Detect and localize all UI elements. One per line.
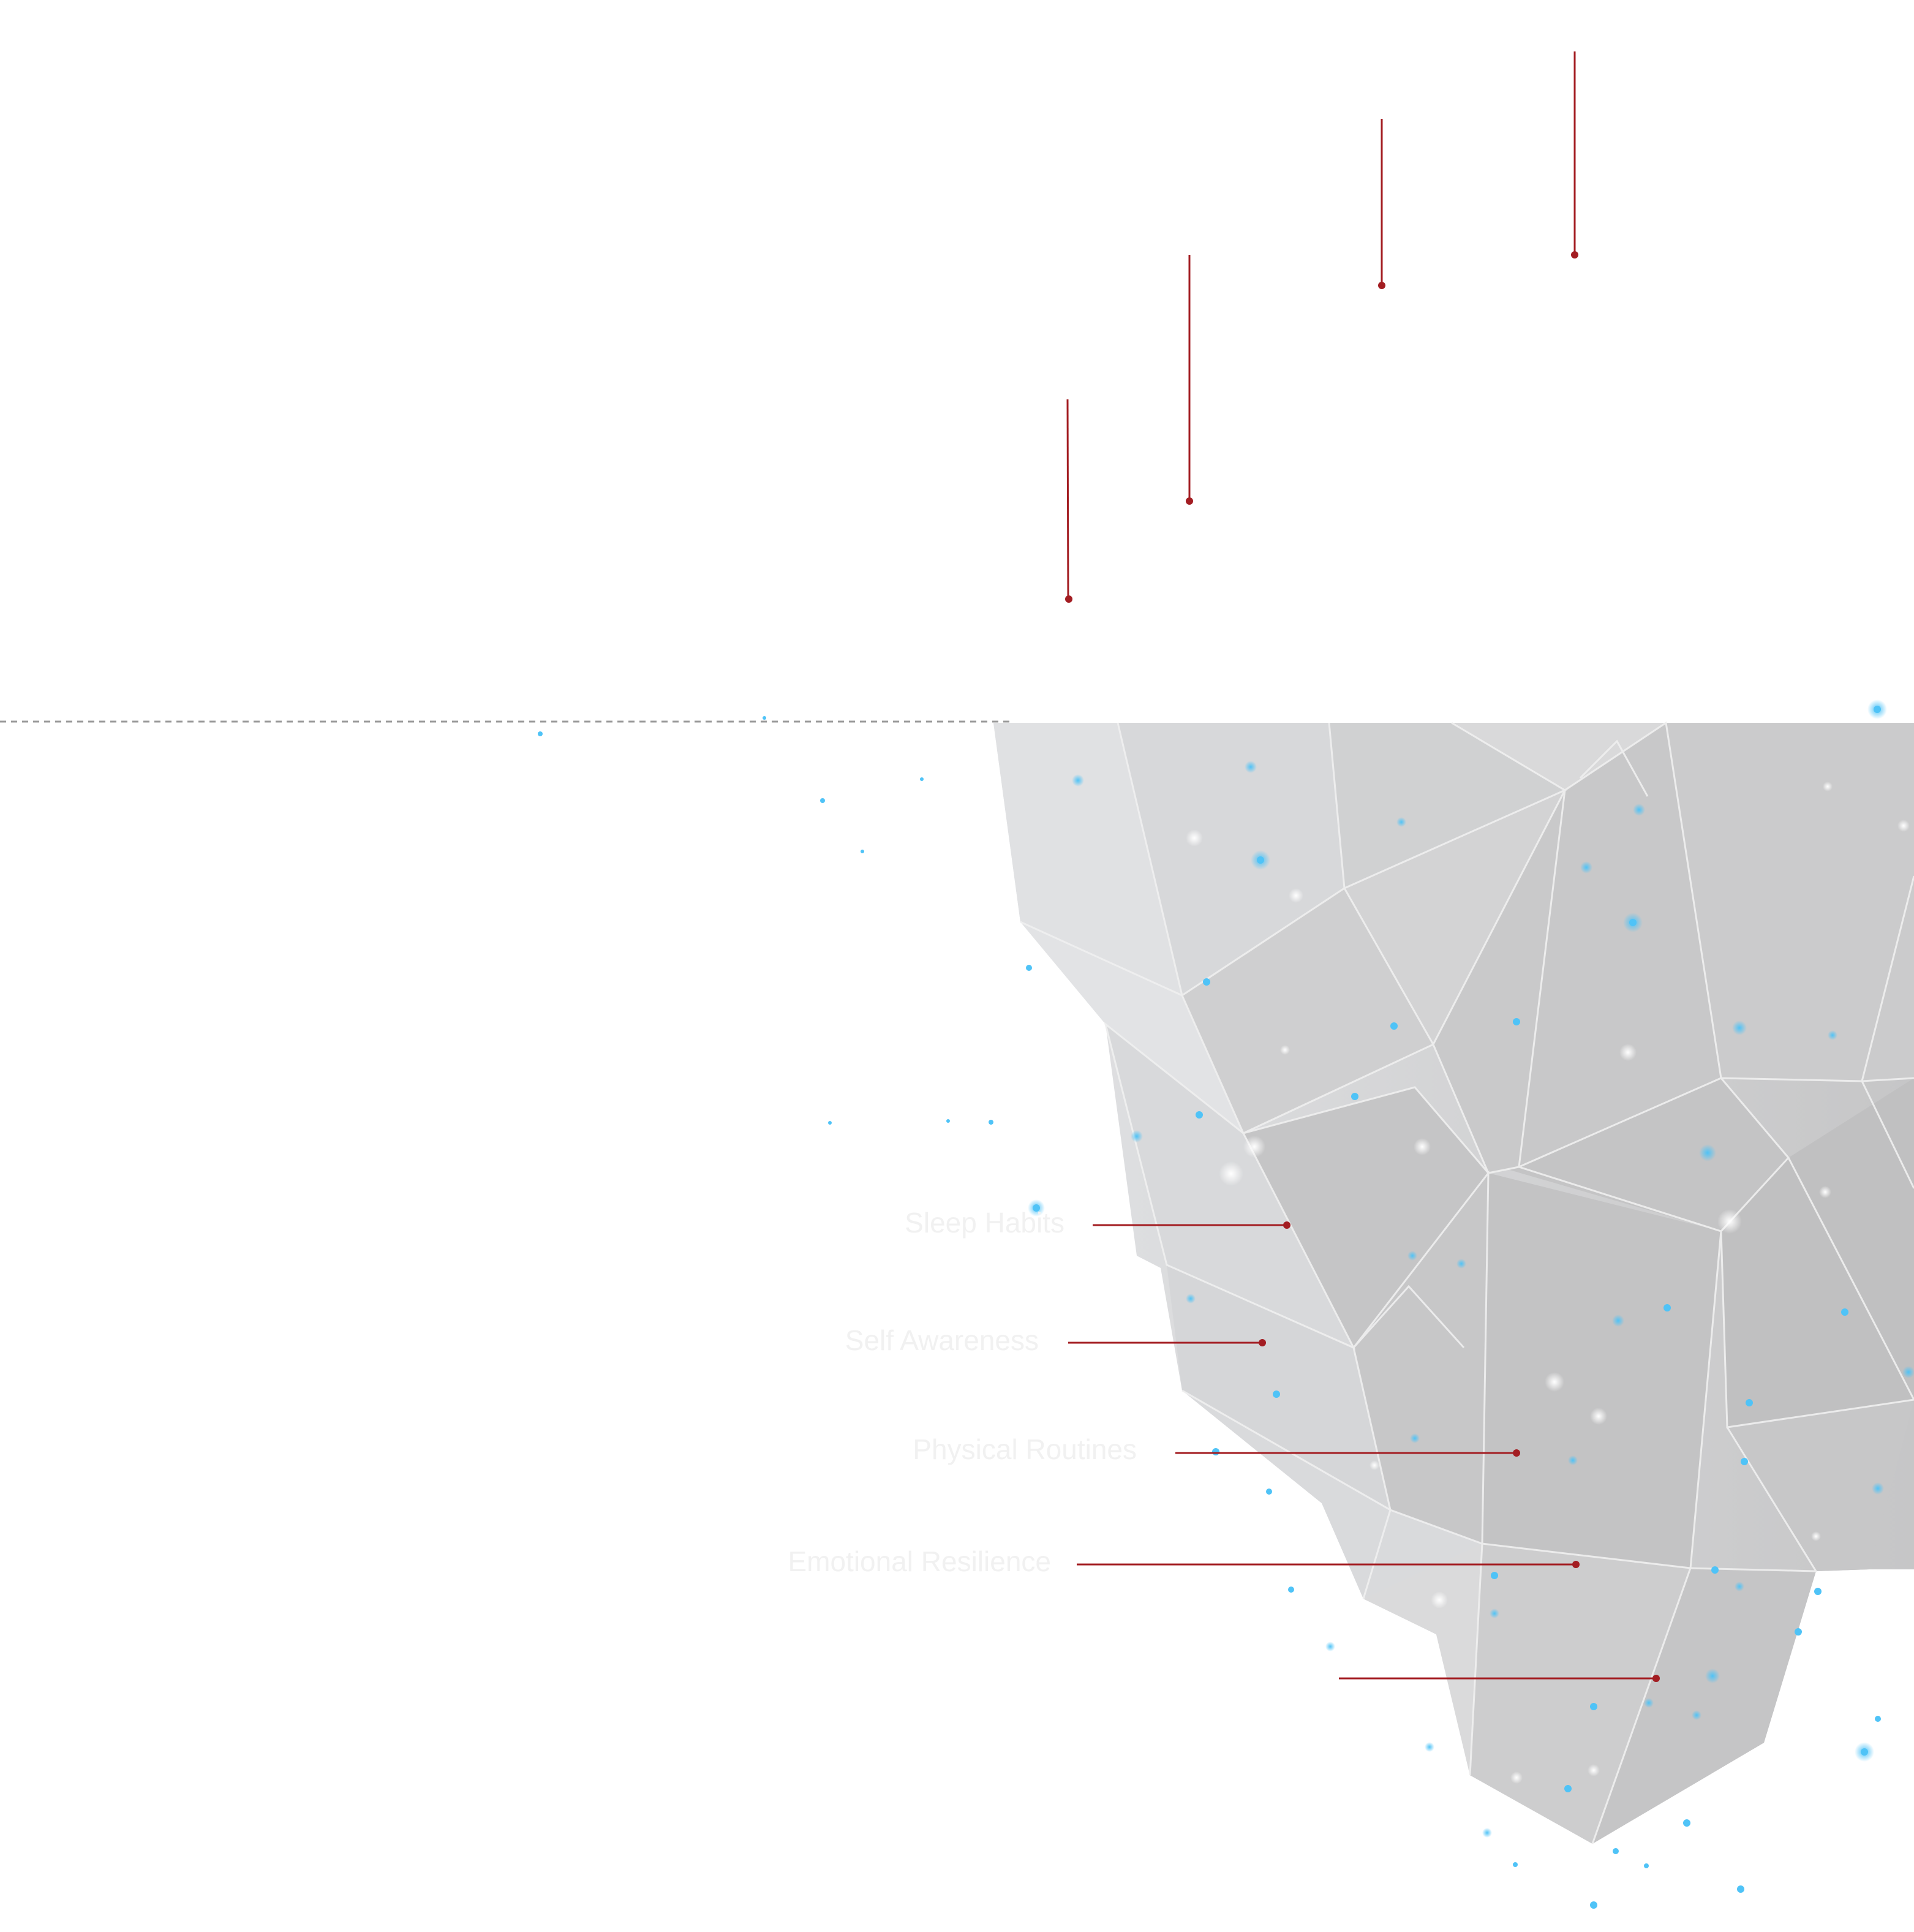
label-self-awareness: Self Awareness (845, 1324, 1039, 1356)
above-water-markers (1065, 51, 1578, 603)
marker-physical-routines: Physical Routines (913, 1433, 1520, 1465)
marker-above-4 (1571, 51, 1578, 258)
marker-self-awareness: Self Awareness (845, 1324, 1266, 1356)
marker-emotional-resilience: Emotional Resilience (788, 1545, 1580, 1577)
marker-fifth (1339, 1675, 1660, 1682)
label-sleep-habits: Sleep Habits (905, 1207, 1064, 1239)
marker-above-2 (1186, 255, 1193, 505)
label-physical-routines: Physical Routines (913, 1433, 1137, 1465)
particles (538, 700, 1914, 1909)
marker-sleep-habits: Sleep Habits (905, 1207, 1290, 1239)
below-water-markers: Sleep Habits Self Awareness Physical Rou… (788, 1207, 1660, 1682)
iceberg-underwater (993, 721, 1914, 1844)
label-emotional-resilience: Emotional Resilience (788, 1545, 1051, 1577)
marker-above-1 (1065, 399, 1072, 603)
marker-above-3 (1378, 119, 1385, 289)
